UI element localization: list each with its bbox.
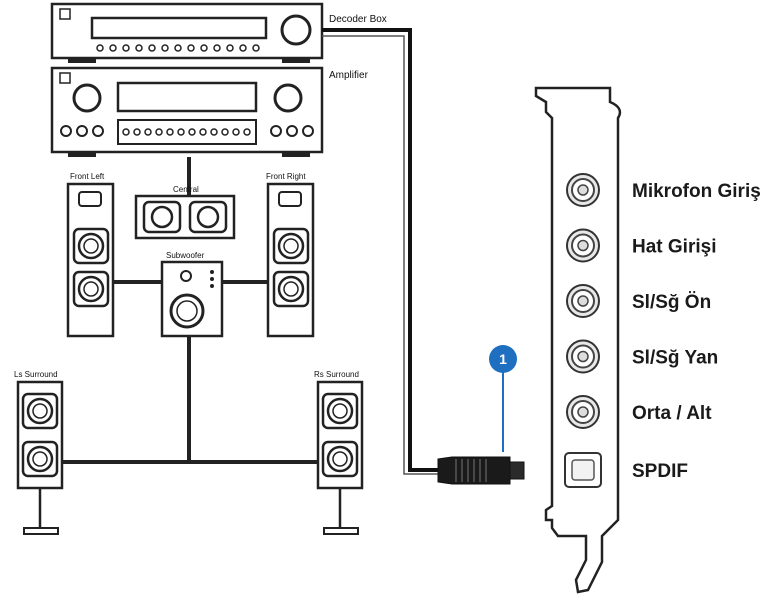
port-label: Sl/Sğ Ön [632,292,711,313]
optical-cable [322,28,525,485]
rs-surround-speaker [316,380,364,535]
port-label: Sl/Sğ Yan [632,348,718,369]
audio-jack-port [566,339,600,374]
port-label: Orta / Alt [632,403,712,424]
subwoofer [160,260,224,338]
decoder-box [50,2,324,63]
port-label: SPDIF [632,461,688,482]
audio-jack-port [566,173,600,207]
front-left-speaker [66,182,115,338]
decoder-box-label: Decoder Box [329,14,387,25]
central-speaker [134,194,236,240]
amplifier-label: Amplifier [329,70,369,81]
amplifier [50,66,324,157]
ls-surround-speaker [16,380,64,535]
audio-jack-port [566,395,600,429]
port-label: Mikrofon Giriş [632,181,761,202]
rs-surround-label: Rs Surround [314,370,359,379]
port-label: Hat Girişi [632,237,716,258]
callout-number: 1 [499,351,507,367]
callout-1: 1 [489,345,517,452]
central-label: Central [173,185,199,194]
sound-card-bracket [534,86,622,594]
audio-jack-port [566,284,600,318]
audio-jack-port [566,228,600,263]
subwoofer-label: Subwoofer [166,251,205,260]
speaker-wiring [62,157,318,464]
front-right-speaker [266,182,315,338]
ls-surround-label: Ls Surround [14,370,58,379]
spdif-optical-port [564,452,602,488]
front-right-label: Front Right [266,172,306,181]
front-left-label: Front Left [70,172,105,181]
